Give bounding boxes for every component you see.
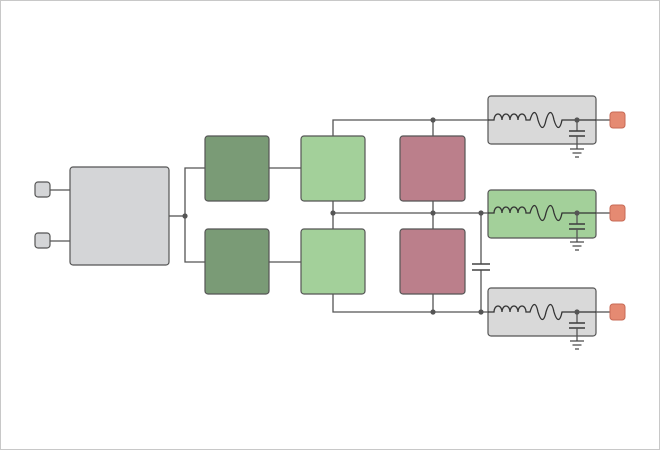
output-terminal-1 — [609, 111, 626, 129]
capacitor-ground-icon — [569, 312, 585, 350]
lc-filter-3 — [487, 287, 597, 350]
source-block — [69, 166, 170, 266]
lc-filter-2 — [487, 189, 597, 251]
light-green-block-lower — [300, 228, 366, 295]
mauve-block-upper — [399, 135, 466, 202]
inductor-icon — [488, 111, 596, 129]
dark-green-block-lower — [204, 228, 270, 295]
output-terminal-2 — [609, 204, 626, 222]
capacitor-ground-icon — [569, 213, 585, 251]
mauve-block-lower — [399, 228, 466, 295]
lc-filter-1 — [487, 95, 597, 158]
capacitor-ground-icon — [569, 120, 585, 158]
light-green-block-upper — [300, 135, 366, 202]
inductor-icon — [488, 303, 596, 321]
output-terminal-3 — [609, 303, 626, 321]
dark-green-block-upper — [204, 135, 270, 202]
capacitor-icon — [472, 263, 490, 271]
input-terminal-2 — [34, 232, 51, 249]
junction-dots — [182, 117, 484, 315]
input-terminal-1 — [34, 181, 51, 198]
inductor-icon — [488, 204, 596, 222]
